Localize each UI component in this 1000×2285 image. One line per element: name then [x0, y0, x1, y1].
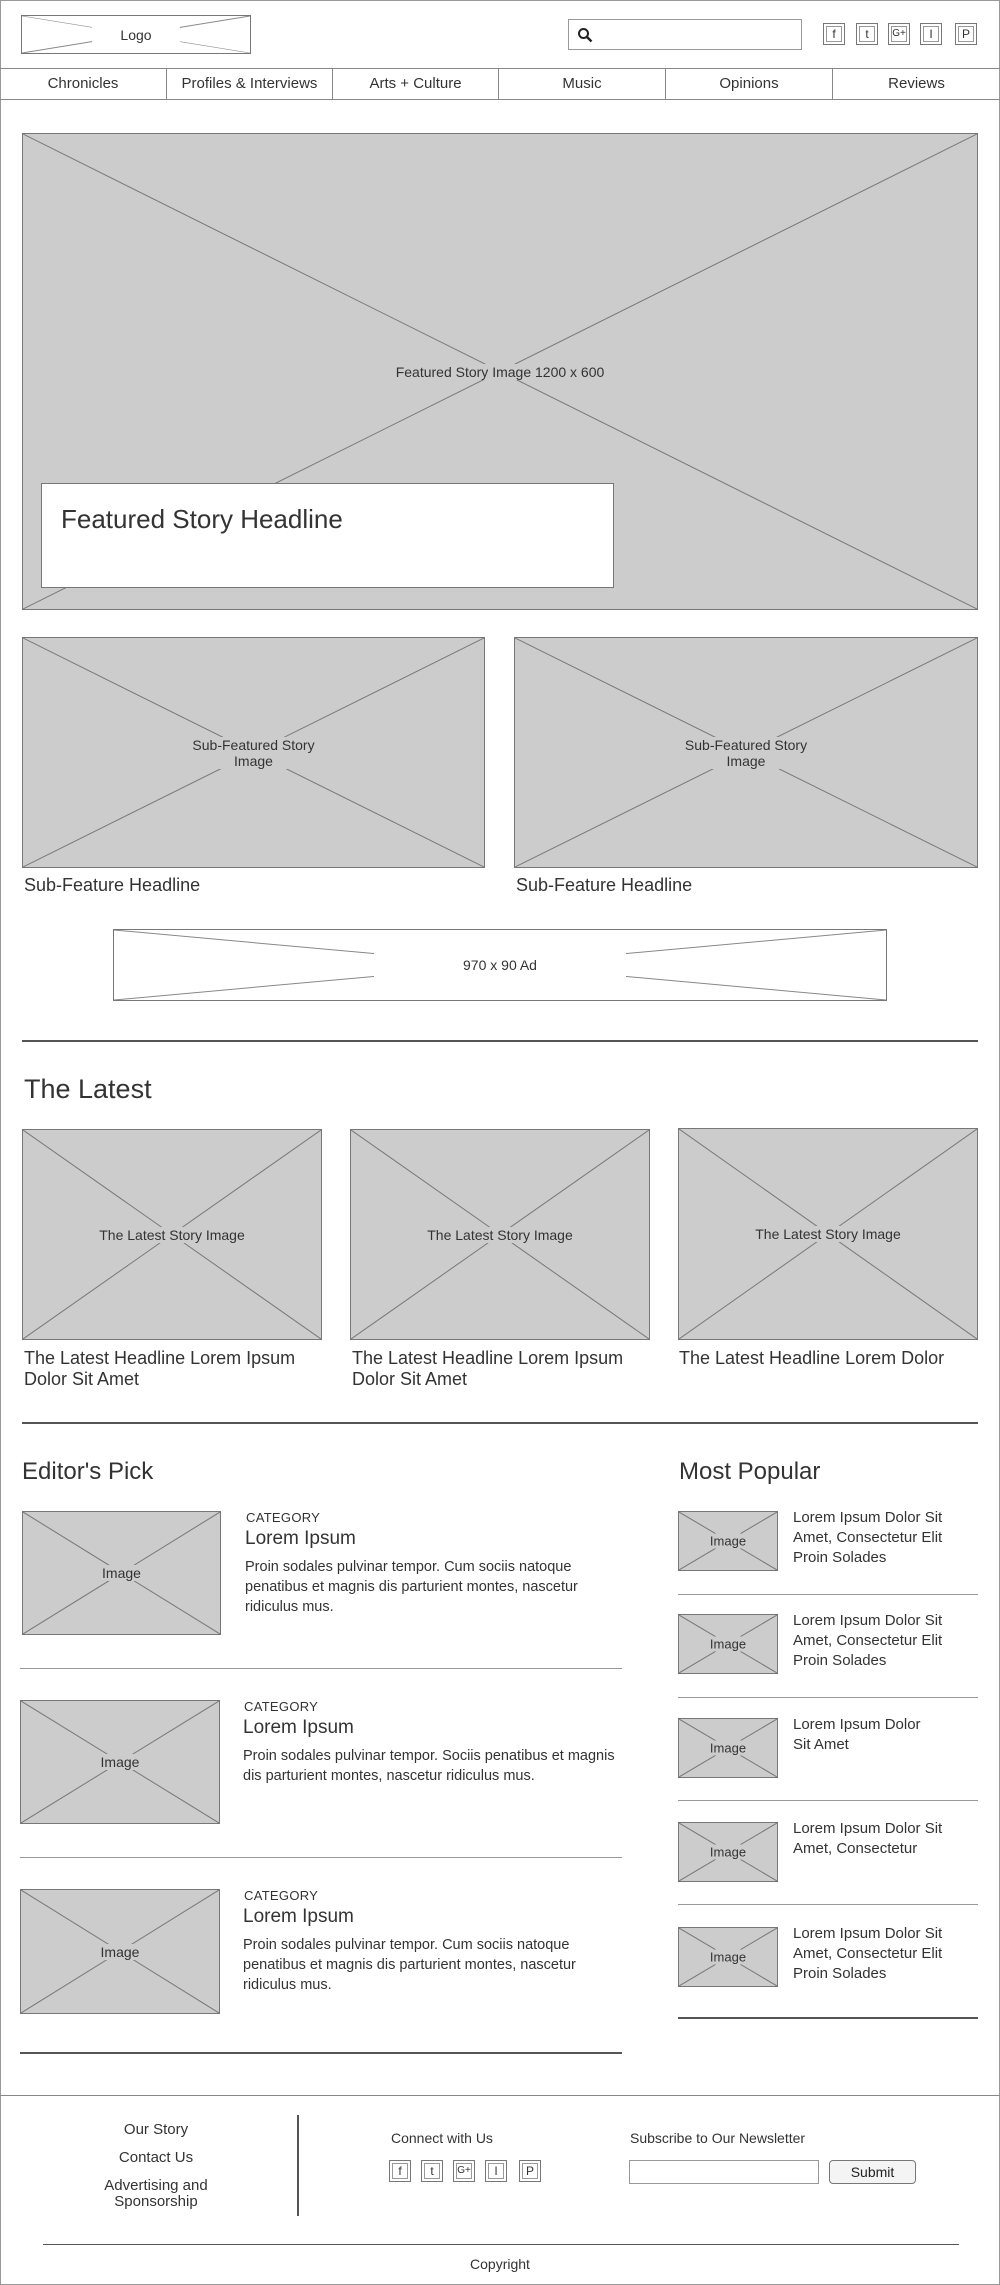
twitter-icon[interactable]: t [421, 2160, 443, 2182]
sub-feature-headline[interactable]: Sub-Feature Headline [24, 875, 201, 895]
editors-pick-end-divider [20, 2052, 622, 2054]
editors-pick-image[interactable]: Image [20, 1889, 220, 2014]
search-box[interactable] [568, 19, 802, 50]
latest-image-label: The Latest Story Image [754, 1226, 902, 1242]
footer-link-contact-us[interactable]: Contact Us [118, 2149, 194, 2166]
nav-item-music[interactable]: Music [499, 69, 666, 99]
editors-pick-image-label: Image [93, 1565, 150, 1581]
most-popular-image[interactable]: Image [678, 1927, 778, 1987]
editors-pick-image-label: Image [91, 1943, 149, 1960]
editors-pick-title-link[interactable]: Lorem Ipsum [243, 1906, 354, 1927]
most-popular-image[interactable]: Image [678, 1511, 778, 1571]
editors-pick-excerpt: Proin sodales pulvinar tempor. Sociis pe… [243, 1748, 615, 1784]
featured-headline[interactable]: Featured Story Headline [61, 504, 343, 534]
pinterest-icon[interactable]: P [519, 2160, 541, 2182]
logo[interactable]: Logo [21, 15, 251, 54]
search-icon [578, 28, 593, 43]
most-popular-link[interactable]: Lorem Ipsum Dolor Sit Amet [793, 1716, 921, 1753]
editors-pick-excerpt: Proin sodales pulvinar tempor. Cum socii… [245, 1559, 578, 1615]
section-divider [22, 1422, 978, 1424]
editors-pick-category[interactable]: CATEGORY [244, 1888, 319, 1903]
editors-pick-excerpt: Proin sodales pulvinar tempor. Cum socii… [243, 1937, 576, 1993]
twitter-icon[interactable]: t [856, 23, 878, 45]
most-popular-divider [678, 1904, 978, 1905]
most-popular-link[interactable]: Lorem Ipsum Dolor Sit Amet, Consectetur … [793, 1509, 943, 1566]
latest-headline[interactable]: The Latest Headline Lorem Ipsum Dolor Si… [24, 1348, 296, 1389]
footer [0, 2095, 1000, 2285]
ad-banner[interactable]: 970 x 90 Ad [113, 929, 887, 1001]
nav-item-arts-culture[interactable]: Arts + Culture [333, 69, 499, 99]
editors-pick-divider [20, 1857, 622, 1858]
newsletter-email-input[interactable] [629, 2160, 819, 2184]
most-popular-image[interactable]: Image [678, 1822, 778, 1882]
footer-link-our-story[interactable]: Our Story [123, 2121, 189, 2138]
most-popular-divider [678, 1800, 978, 1801]
most-popular-link[interactable]: Lorem Ipsum Dolor Sit Amet, Consectetur [793, 1820, 943, 1857]
sub-feature-image[interactable]: Sub-Featured Story Image [514, 637, 978, 868]
google-plus-icon[interactable]: G+ [888, 23, 910, 45]
nav-item-chronicles[interactable]: Chronicles [0, 69, 167, 99]
pinterest-icon[interactable]: P [955, 23, 977, 45]
editors-pick-image[interactable]: Image [22, 1511, 221, 1635]
logo-label: Logo [92, 26, 180, 43]
latest-image-label: The Latest Story Image [98, 1226, 246, 1243]
most-popular-link[interactable]: Lorem Ipsum Dolor Sit Amet, Consectetur … [793, 1925, 943, 1982]
most-popular-divider [678, 1697, 978, 1698]
featured-image-label: Featured Story Image 1200 x 600 [353, 363, 647, 380]
most-popular-image-label: Image [704, 1533, 752, 1549]
search-input[interactable] [599, 22, 799, 48]
main-nav [0, 68, 1000, 100]
most-popular-end-divider [678, 2017, 978, 2019]
newsletter-label: Subscribe to Our Newsletter [630, 2130, 806, 2146]
latest-story-image[interactable]: The Latest Story Image [22, 1129, 322, 1340]
instagram-icon[interactable]: I [485, 2160, 507, 2182]
latest-story-image[interactable]: The Latest Story Image [678, 1128, 978, 1340]
ad-label: 970 x 90 Ad [374, 947, 626, 983]
editors-pick-divider [20, 1668, 622, 1669]
nav-item-reviews[interactable]: Reviews [888, 75, 945, 92]
featured-headline-box[interactable]: Featured Story Headline [41, 483, 614, 588]
most-popular-image[interactable]: Image [678, 1718, 778, 1778]
editors-pick-image-label: Image [91, 1754, 149, 1770]
most-popular-image-label: Image [704, 1636, 752, 1652]
facebook-icon[interactable]: f [389, 2160, 411, 2182]
most-popular-image-label: Image [704, 1949, 752, 1965]
connect-label: Connect with Us [391, 2130, 493, 2146]
editors-pick-title-link[interactable]: Lorem Ipsum [245, 1528, 356, 1549]
latest-section-title: The Latest [24, 1074, 152, 1104]
sub-feature-headline[interactable]: Sub-Feature Headline [516, 875, 693, 895]
footer-vertical-divider [297, 2115, 299, 2216]
latest-story-image[interactable]: The Latest Story Image [350, 1129, 650, 1340]
nav-item-profiles-interviews[interactable]: Profiles & Interviews [167, 69, 333, 99]
latest-headline[interactable]: The Latest Headline Lorem Ipsum Dolor Si… [352, 1348, 624, 1389]
most-popular-image-label: Image [704, 1844, 752, 1860]
most-popular-image[interactable]: Image [678, 1614, 778, 1674]
sub-feature-image[interactable]: Sub-Featured Story Image [22, 637, 485, 868]
footer-link-advertising[interactable]: Advertising and Sponsorship [104, 2177, 208, 2210]
sub-feature-image-label: Sub-Featured Story Image [665, 736, 827, 769]
most-popular-title: Most Popular [679, 1458, 821, 1485]
instagram-icon[interactable]: I [920, 23, 942, 45]
footer-divider [43, 2244, 959, 2245]
editors-pick-title-link[interactable]: Lorem Ipsum [243, 1717, 354, 1738]
newsletter-submit-button[interactable]: Submit [829, 2160, 916, 2184]
most-popular-image-label: Image [704, 1740, 752, 1756]
editors-pick-category[interactable]: CATEGORY [246, 1510, 321, 1525]
sub-feature-image-label: Sub-Featured Story Image [173, 736, 334, 769]
latest-image-label: The Latest Story Image [426, 1226, 574, 1243]
editors-pick-category[interactable]: CATEGORY [244, 1699, 319, 1714]
copyright: Copyright [470, 2256, 530, 2272]
most-popular-divider [678, 1594, 978, 1595]
facebook-icon[interactable]: f [823, 23, 845, 45]
nav-item-opinions[interactable]: Opinions [666, 69, 833, 99]
most-popular-link[interactable]: Lorem Ipsum Dolor Sit Amet, Consectetur … [793, 1612, 943, 1669]
google-plus-icon[interactable]: G+ [453, 2160, 475, 2182]
editors-pick-title: Editor's Pick [22, 1458, 154, 1485]
latest-headline[interactable]: The Latest Headline Lorem Dolor [679, 1348, 945, 1368]
section-divider [22, 1040, 978, 1042]
editors-pick-image[interactable]: Image [20, 1700, 220, 1824]
